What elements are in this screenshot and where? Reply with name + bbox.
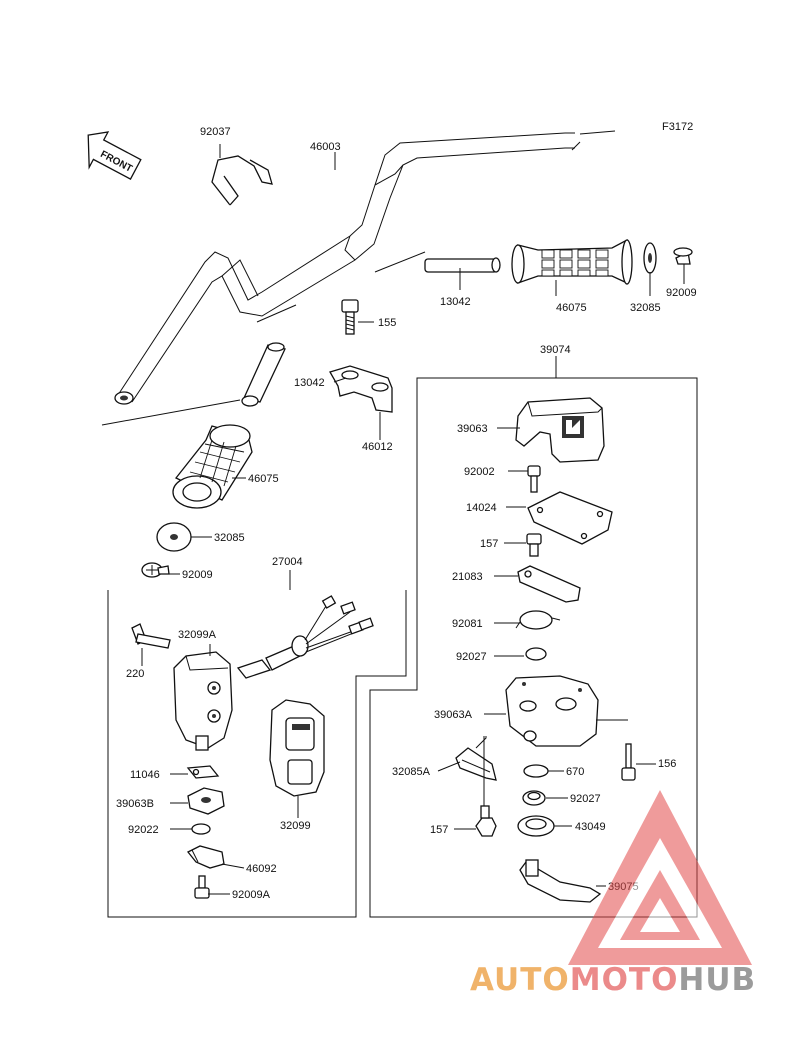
watermark-logo-icon <box>568 790 752 965</box>
label-92009-right: 92009 <box>666 287 697 299</box>
screw-220 <box>131 623 171 649</box>
bracket-11046 <box>186 765 220 779</box>
label-46075-right: 46075 <box>556 302 587 314</box>
watermark-auto: AUTO <box>470 962 570 998</box>
plate-21083 <box>517 565 581 603</box>
bolt-157-top <box>526 533 542 557</box>
gasket-14024 <box>527 491 613 545</box>
label-92022: 92022 <box>128 824 159 836</box>
label-157-bottom: 157 <box>430 824 448 836</box>
bolt-92009A <box>194 875 210 899</box>
throttle-sleeve-13042 <box>374 251 501 273</box>
label-156: 156 <box>658 758 676 770</box>
bolt-155 <box>341 299 359 335</box>
switch-32099 <box>269 699 325 797</box>
housing-39063A <box>505 675 628 747</box>
right-grip-46075 <box>511 238 633 285</box>
switch-assembly-boundary <box>369 377 698 918</box>
spring-92081 <box>515 610 561 630</box>
clip-92037 <box>211 155 273 206</box>
label-21083: 21083 <box>452 571 483 583</box>
figure-ref: F3172 <box>662 121 693 133</box>
leader-lines <box>141 144 685 895</box>
label-43049: 43049 <box>575 821 606 833</box>
o-ring-670 <box>523 764 549 778</box>
screw-92002 <box>527 465 541 493</box>
watermark-hub: HUB <box>678 962 757 998</box>
wiring-harness-27004 <box>236 595 374 679</box>
left-switch-boundary <box>107 590 407 918</box>
label-11046: 11046 <box>130 769 160 781</box>
label-39074: 39074 <box>540 344 571 356</box>
switch-housing-32099A <box>173 651 233 751</box>
label-32099: 32099 <box>280 820 311 832</box>
lever-32085A <box>455 747 497 781</box>
label-92027-top: 92027 <box>456 651 487 663</box>
left-grip-46075 <box>172 424 253 509</box>
label-92027-bottom: 92027 <box>570 793 601 805</box>
label-92081: 92081 <box>452 618 483 630</box>
label-92009-left: 92009 <box>182 569 213 581</box>
washer-32085-right <box>643 242 657 274</box>
bolt-92009-right <box>673 247 693 265</box>
label-39063: 39063 <box>457 423 488 435</box>
washer-92022 <box>191 823 211 835</box>
bolt-156 <box>621 743 636 781</box>
front-arrow-icon: FRONT <box>87 131 142 180</box>
label-39063A: 39063A <box>434 709 473 721</box>
label-46092: 46092 <box>246 863 277 875</box>
seal-43049 <box>517 815 555 837</box>
label-46012: 46012 <box>362 441 393 453</box>
watermark-text: AUTOMOTOHUB <box>470 962 800 1002</box>
label-39063B: 39063B <box>116 798 154 810</box>
handlebar-46003 <box>114 130 616 405</box>
label-92037: 92037 <box>200 126 231 138</box>
label-13042-top: 13042 <box>440 296 471 308</box>
label-220: 220 <box>126 668 144 680</box>
lever-46092 <box>186 845 225 869</box>
label-157-top: 157 <box>480 538 498 550</box>
label-46003: 46003 <box>310 141 341 153</box>
label-92009A: 92009A <box>232 889 271 901</box>
cover-39063 <box>515 397 605 463</box>
holder-46012 <box>329 365 393 413</box>
watermark-moto: MOTO <box>569 962 679 998</box>
collar-92027-bottom <box>522 790 546 806</box>
label-32085A: 32085A <box>392 766 431 778</box>
label-32099A: 32099A <box>178 629 217 641</box>
left-sleeve <box>101 304 297 426</box>
label-92002: 92002 <box>464 466 495 478</box>
label-14024: 14024 <box>466 502 497 514</box>
lever-39075 <box>519 859 602 903</box>
bolt-92009-left <box>141 562 170 578</box>
label-32085-right: 32085 <box>630 302 661 314</box>
washer-32085-left <box>156 522 192 552</box>
collar-39063B <box>187 787 225 815</box>
label-46075-left: 46075 <box>248 473 279 485</box>
label-670: 670 <box>566 766 584 778</box>
collar-92027-top <box>525 647 547 661</box>
label-13042-mid: 13042 <box>294 377 325 389</box>
label-27004: 27004 <box>272 556 303 568</box>
label-32085-left: 32085 <box>214 532 245 544</box>
label-155: 155 <box>378 317 396 329</box>
bolt-157-bottom <box>475 805 497 837</box>
